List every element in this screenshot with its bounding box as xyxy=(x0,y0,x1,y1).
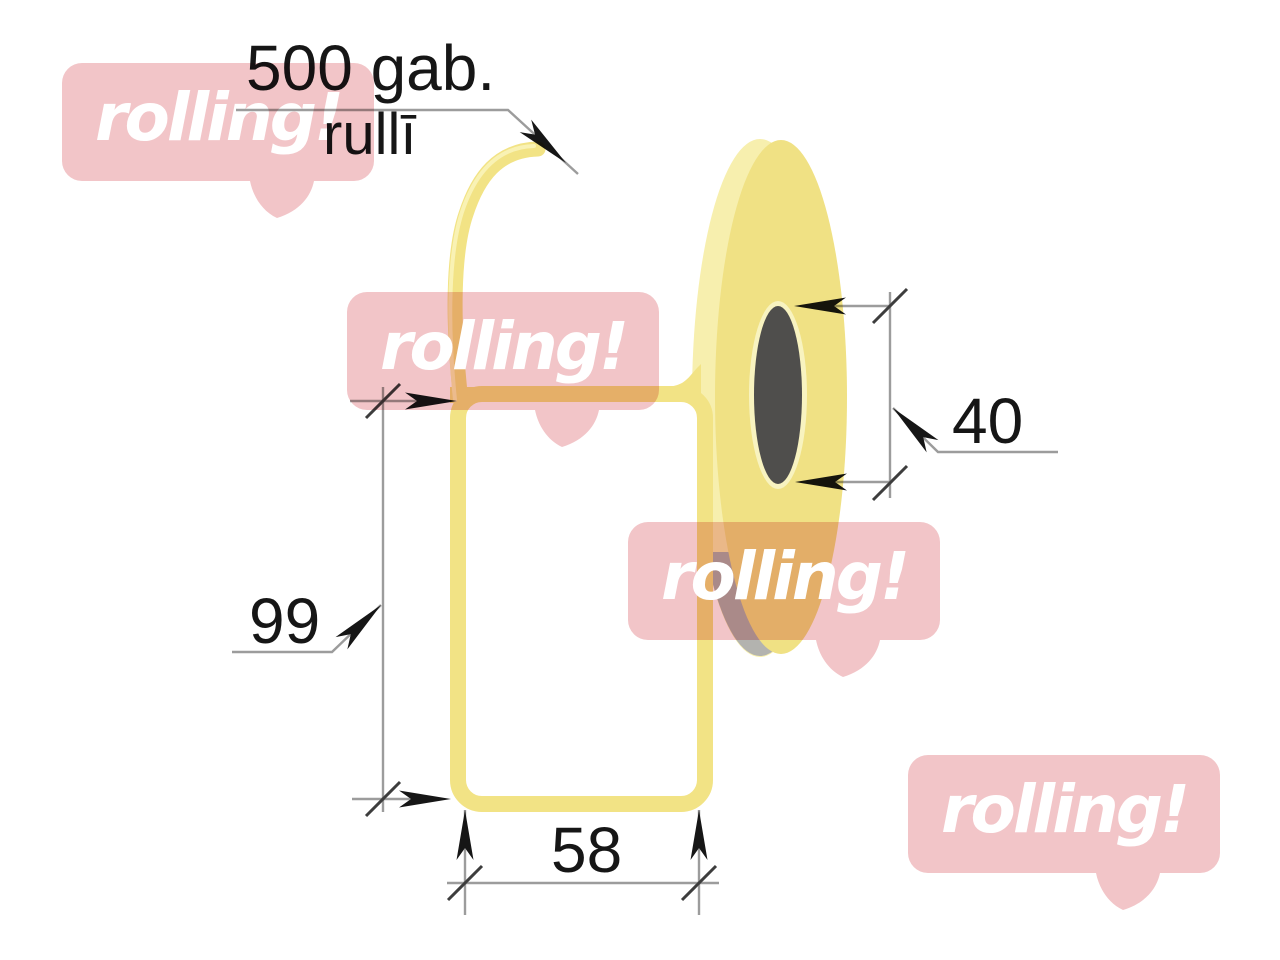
dimension-arrows xyxy=(335,119,939,860)
arrow-icon xyxy=(399,790,451,808)
arrow-icon xyxy=(794,297,846,315)
roll-core xyxy=(754,306,802,484)
tick-mark xyxy=(871,464,909,502)
watermark-logo-text: rolling! xyxy=(94,79,344,156)
dimension-ticks xyxy=(364,287,909,902)
quantity-label-line2: rullī xyxy=(323,102,417,167)
tick-mark xyxy=(871,287,909,325)
arrow-icon xyxy=(795,473,847,491)
arrow-icon xyxy=(456,810,474,860)
tick-mark xyxy=(680,864,718,902)
core-dimension-value: 40 xyxy=(952,385,1024,457)
tick-mark xyxy=(364,780,402,818)
arrow-icon xyxy=(335,605,381,650)
watermark-logo-text: rolling! xyxy=(940,771,1190,848)
arrow-icon xyxy=(893,408,939,453)
arrow-icon xyxy=(405,392,457,410)
arrow-icon xyxy=(690,810,708,860)
leader-lines xyxy=(232,108,1058,654)
height-dimension-value: 99 xyxy=(249,585,321,657)
quantity-label-line1: 500 gab. xyxy=(246,32,496,104)
watermark-logo-text: rolling! xyxy=(660,538,910,615)
tick-mark xyxy=(446,864,484,902)
watermark-logo-text: rolling! xyxy=(379,308,629,385)
arrow-icon xyxy=(519,119,566,163)
tick-mark xyxy=(364,382,402,420)
width-dimension-value: 58 xyxy=(551,814,623,886)
